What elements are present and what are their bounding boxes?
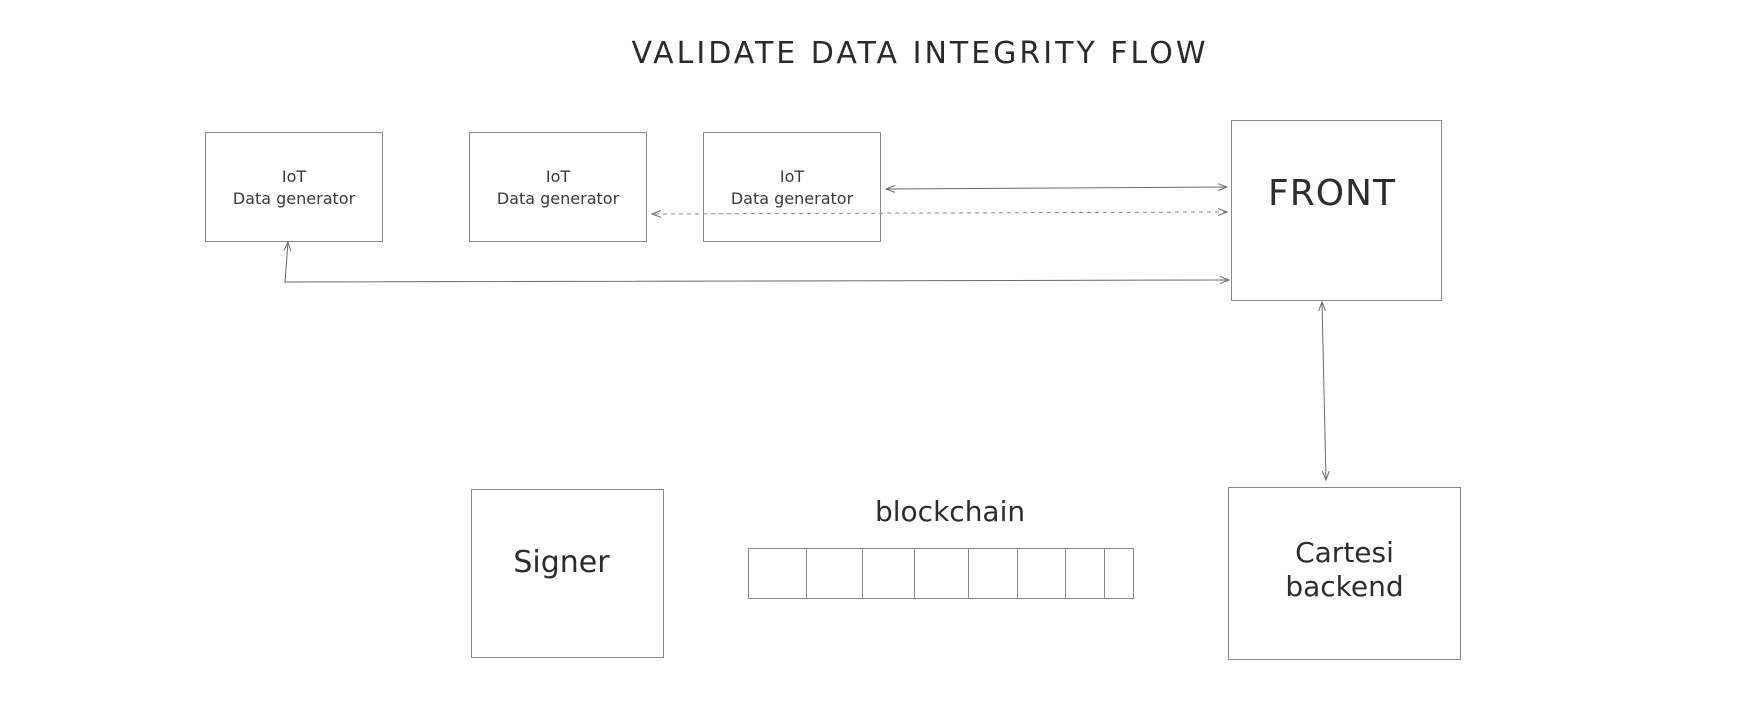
arrow-iot3-front [886, 187, 1227, 189]
signer-node: Signer [471, 489, 664, 658]
iot-3-line2: Data generator [730, 189, 854, 208]
cartesi-line1: Cartesi [1295, 535, 1394, 569]
front-node: FRONT [1231, 120, 1442, 301]
iot-3-line1: IoT [779, 167, 805, 186]
blockchain-label: blockchain [875, 495, 1026, 528]
blockchain-block-divider [1017, 549, 1018, 598]
blockchain-block-divider [968, 549, 969, 598]
iot-2-line1: IoT [545, 167, 571, 186]
blockchain-block-divider [914, 549, 915, 598]
iot-1-line1: IoT [281, 167, 307, 186]
arrow-iot1-front [285, 242, 1229, 282]
signer-label: Signer [513, 545, 610, 580]
blockchain-block-divider [1104, 549, 1105, 598]
iot-1-line2: Data generator [232, 189, 356, 208]
arrow-front-iot2-dashed [652, 212, 1227, 214]
blockchain-chain [748, 548, 1134, 599]
cartesi-line2: backend [1285, 569, 1404, 603]
arrow-front-cartesi [1322, 302, 1326, 480]
blockchain-block-divider [1065, 549, 1066, 598]
blockchain-block-divider [862, 549, 863, 598]
cartesi-backend-node: Cartesi backend [1228, 487, 1461, 660]
diagram-title: VALIDATE DATA INTEGRITY FLOW [631, 36, 1209, 71]
front-label: FRONT [1268, 173, 1396, 214]
iot-2-line2: Data generator [496, 189, 620, 208]
blockchain-block-divider [806, 549, 807, 598]
